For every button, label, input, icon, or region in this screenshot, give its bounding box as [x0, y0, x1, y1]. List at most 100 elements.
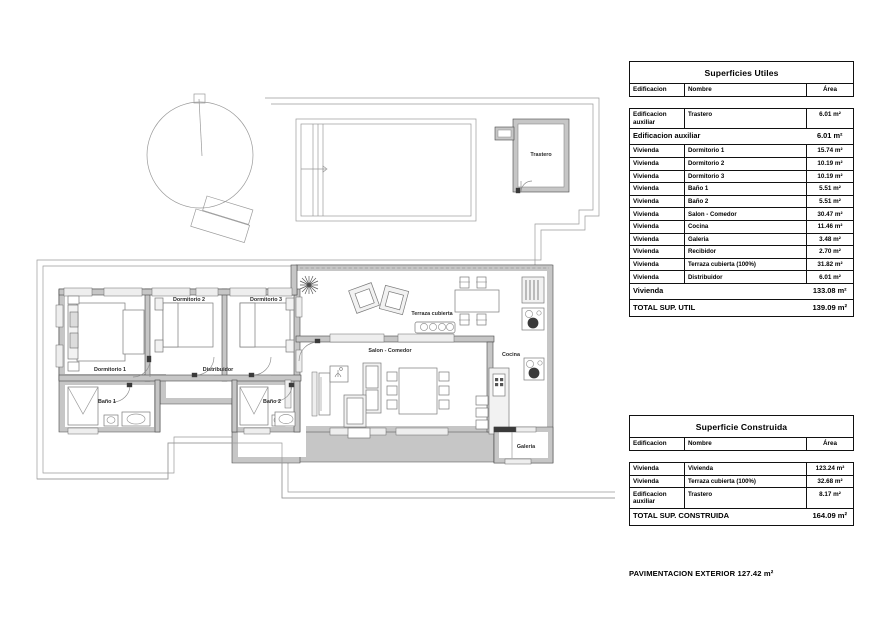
col-header-edificacion: Edificacion [629, 82, 685, 98]
exterior-paving [37, 442, 615, 499]
cell-area: 10.19 m² [805, 157, 855, 171]
col-header-area: Área [805, 436, 855, 452]
table-row: Vivienda Terraza cubierta (100%) 31.82 m… [629, 258, 855, 272]
table-row: Vivienda Dormitorio 2 10.19 m² [629, 157, 855, 171]
cell-area: 32.68 m² [805, 475, 855, 489]
cell-area: 6.01 m² [805, 108, 855, 130]
cell-nombre: Trastero [684, 487, 807, 509]
cocina: Cocina [475, 352, 545, 435]
table-row: Vivienda Distribuidor 6.01 m² [629, 270, 855, 285]
table-row: Edificacion auxiliar Trastero 6.01 m² [629, 108, 855, 130]
trastero-building: Trastero [494, 118, 570, 194]
cell-edificacion: Vivienda [629, 475, 685, 489]
cell-area: 11.46 m² [805, 220, 855, 234]
cell-subtotal-label: Vivienda [629, 283, 807, 301]
cell-area: 6.01 m² [805, 270, 855, 285]
table-row: Vivienda Baño 1 5.51 m² [629, 182, 855, 196]
cell-nombre: Baño 2 [684, 195, 807, 209]
cell-area: 30.47 m² [805, 207, 855, 222]
dormitorio-3: Dormitorio 3 [239, 297, 295, 378]
armchair-2 [378, 284, 410, 316]
cell-nombre: Recibidor [684, 245, 807, 259]
cell-edificacion: Vivienda [629, 144, 685, 158]
cell-edificacion: Vivienda [629, 270, 685, 285]
dining-table [386, 367, 450, 415]
sofa-set [343, 362, 382, 439]
table-row: Vivienda Terraza cubierta (100%) 32.68 m… [629, 475, 855, 489]
room-label-salon-comedor: Salon - Comedor [368, 348, 412, 354]
salon-comedor: Salon - Comedor [298, 338, 450, 439]
table-row: Vivienda Galeria 3.48 m² [629, 233, 855, 247]
table-row: Vivienda Dormitorio 3 10.19 m² [629, 170, 855, 184]
table-total-row: TOTAL SUP. UTIL 139.09 m² [629, 299, 855, 318]
table-subtotal-row: Edificacion auxiliar 6.01 m² [629, 128, 855, 146]
cell-nombre: Trastero [684, 108, 807, 130]
room-label-galeria: Galeria [517, 444, 536, 450]
cell-edificacion: Vivienda [629, 195, 685, 209]
pavimentacion-exterior-note: PAVIMENTACION EXTERIOR 127.42 m² [629, 569, 774, 578]
room-label-dormitorio-1: Dormitorio 1 [94, 367, 126, 373]
table-row: Edificacion auxiliar Trastero 8.17 m² [629, 487, 855, 509]
window-openings [55, 287, 455, 436]
table-title: Superficie Construida [628, 415, 855, 438]
coffee-table [414, 321, 456, 334]
swimming-pool [295, 118, 477, 222]
cell-total-label: TOTAL SUP. UTIL [629, 299, 807, 318]
cell-edificacion: Vivienda [629, 207, 685, 222]
cell-area: 2.70 m² [805, 245, 855, 259]
table-superficie-construida: Superficie Construida Edificacion Nombre… [628, 415, 855, 526]
cell-area: 8.17 m² [805, 487, 855, 509]
parasol-and-loungers [146, 93, 254, 244]
cell-nombre: Dormitorio 2 [684, 157, 807, 171]
floor-plan-drawing: .thin{fill:none;stroke:#9a9a9a;stroke-wi… [36, 93, 615, 499]
cell-subtotal-area: 133.08 m² [806, 283, 855, 301]
distribuidor: Distribuidor [132, 355, 234, 378]
col-header-nombre: Nombre [684, 436, 807, 452]
cell-nombre: Terraza cubierta (100%) [684, 258, 807, 272]
cell-edificacion: Vivienda [629, 170, 685, 184]
cell-total-label: TOTAL SUP. CONSTRUIDA [629, 508, 807, 526]
table-superficies-utiles: Superficies Utiles Edificacion Nombre Ár… [628, 61, 855, 318]
cell-edificacion: Edificacion auxiliar [629, 487, 685, 509]
room-label-cocina: Cocina [502, 352, 521, 358]
cell-nombre: Salon - Comedor [684, 207, 807, 222]
col-header-nombre: Nombre [684, 82, 807, 98]
cell-area: 5.51 m² [805, 182, 855, 196]
room-label-bano-2: Baño 2 [263, 399, 281, 405]
table-row: Vivienda Vivienda 123.24 m² [629, 462, 855, 476]
dormitorio-2: Dormitorio 2 [154, 297, 215, 378]
cell-nombre: Cocina [684, 220, 807, 234]
cell-nombre: Galeria [684, 233, 807, 247]
cell-edificacion: Vivienda [629, 462, 685, 476]
cell-subtotal-label: Edificacion auxiliar [629, 128, 807, 146]
galeria: Galeria [493, 426, 554, 465]
table-title-row: Superficie Construida [628, 415, 855, 438]
bano-2: Baño 2 [239, 382, 296, 427]
cell-area: 15.74 m² [805, 144, 855, 158]
cell-subtotal-area: 6.01 m² [806, 128, 855, 146]
outdoor-kitchen [521, 276, 545, 331]
cell-nombre: Dormitorio 3 [684, 170, 807, 184]
cell-area: 31.82 m² [805, 258, 855, 272]
table-row: Vivienda Baño 2 5.51 m² [629, 195, 855, 209]
col-header-edificacion: Edificacion [629, 436, 685, 452]
room-label-dormitorio-2: Dormitorio 2 [173, 297, 205, 303]
cell-nombre: Vivienda [684, 462, 807, 476]
cell-edificacion: Vivienda [629, 182, 685, 196]
table-row: Vivienda Salon - Comedor 30.47 m² [629, 207, 855, 222]
table-header-row: Edificacion Nombre Área [629, 436, 855, 452]
table-gap [630, 451, 854, 463]
cell-edificacion: Vivienda [629, 233, 685, 247]
table-header-row: Edificacion Nombre Área [629, 82, 855, 98]
col-header-area: Área [805, 82, 855, 98]
cell-nombre: Dormitorio 1 [684, 144, 807, 158]
table-title: Superficies Utiles [628, 61, 855, 84]
room-label-bano-1: Baño 1 [98, 399, 116, 405]
sink-hob-right [523, 357, 545, 381]
cell-nombre: Terraza cubierta (100%) [684, 475, 807, 489]
table-total-row: TOTAL SUP. CONSTRUIDA 164.09 m² [629, 508, 855, 526]
bano-1: Baño 1 [67, 382, 151, 427]
dormitorio-1: Dormitorio 1 [67, 295, 145, 373]
cell-total-area: 139.09 m² [806, 299, 855, 318]
